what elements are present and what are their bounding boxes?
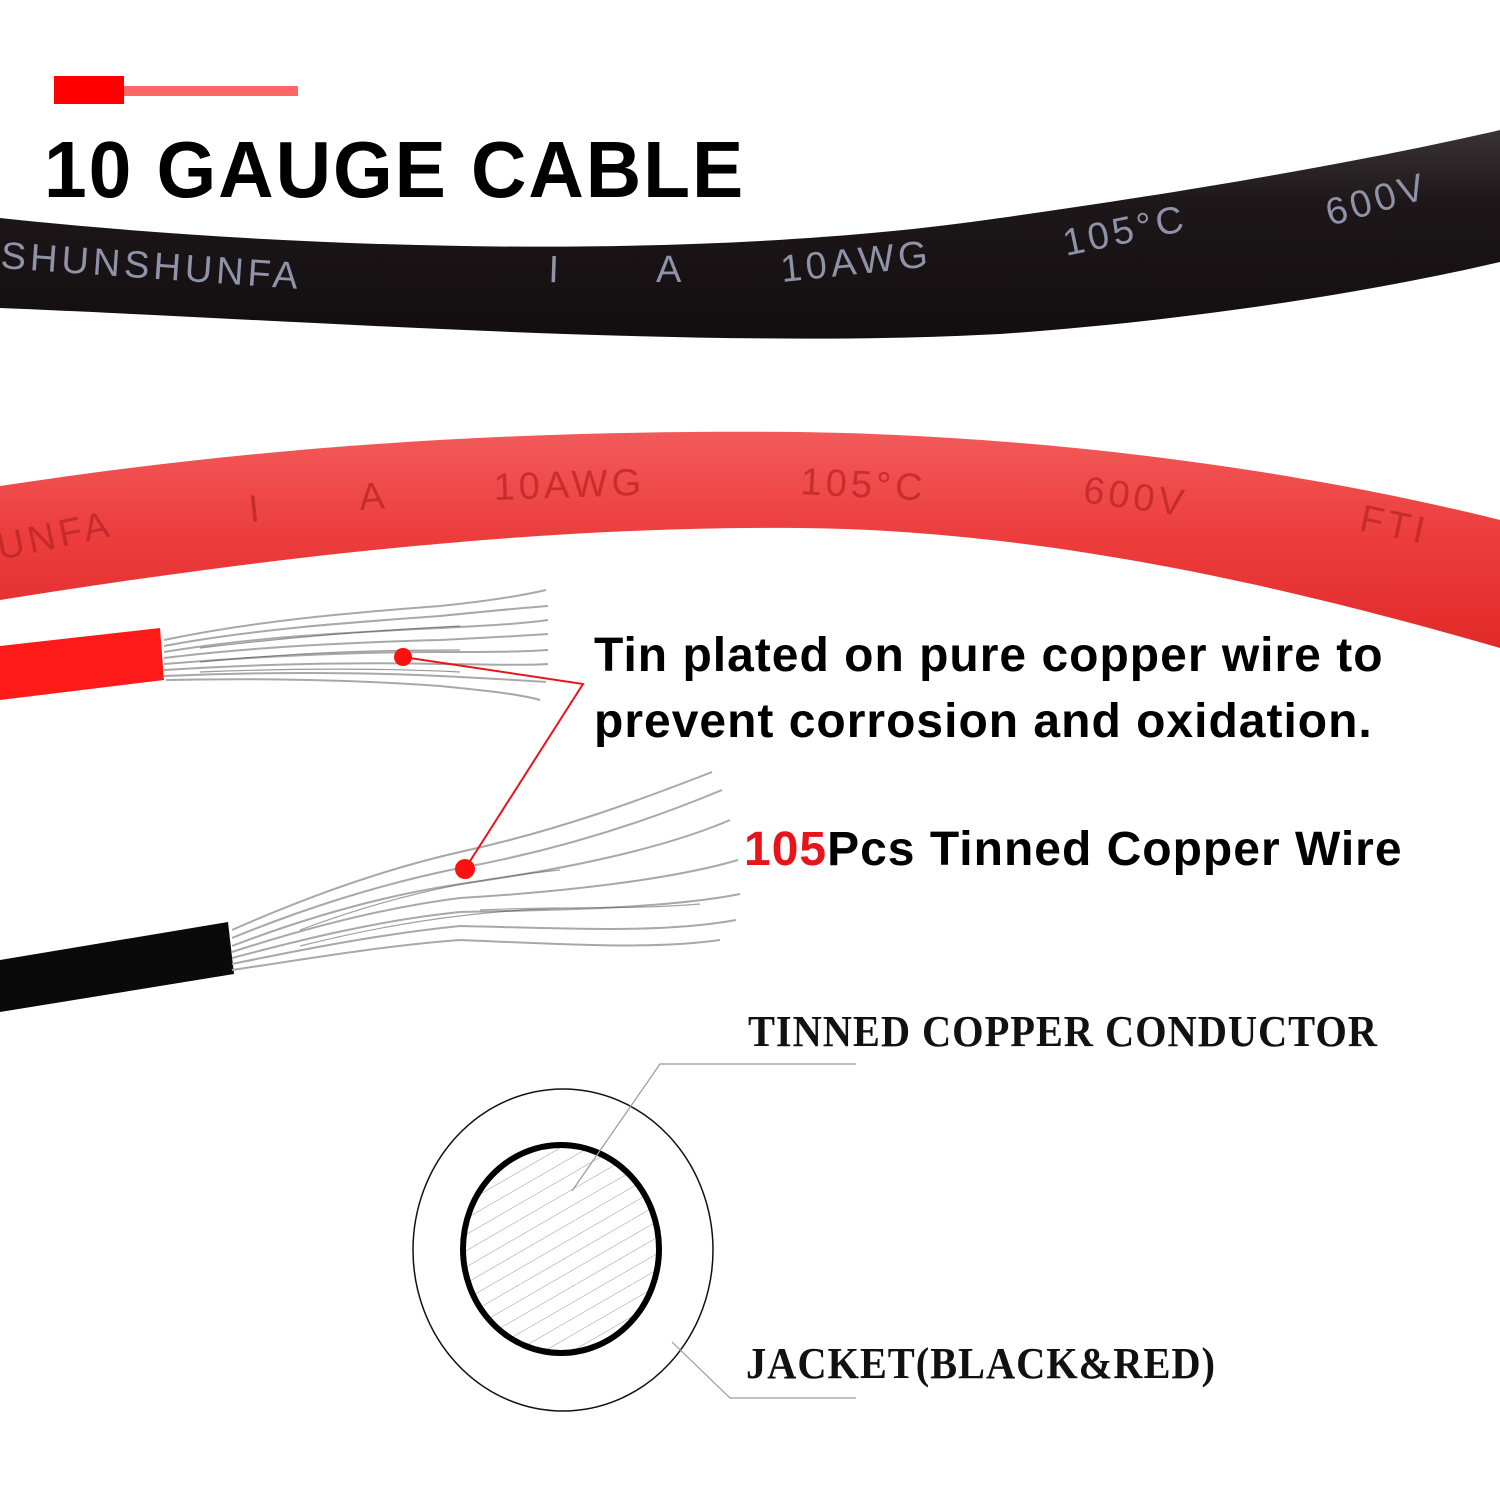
callout-dot-bottom	[455, 859, 475, 879]
strand-count: 105	[744, 823, 828, 876]
page-title: 10 GAUGE CABLE	[44, 125, 746, 214]
conductor-leader-line	[571, 1063, 856, 1192]
svg-text:I: I	[548, 249, 564, 291]
conductor-outline	[460, 1142, 662, 1356]
stripped-black-wire	[0, 771, 741, 1012]
svg-text:I: I	[247, 488, 266, 531]
feature-text-line2: prevent corrosion and oxidation.	[594, 695, 1373, 748]
accent-block	[54, 76, 124, 104]
svg-text:A: A	[656, 249, 685, 291]
svg-text:105°C: 105°C	[800, 461, 928, 510]
conductor-label: TINNED COPPER CONDUCTOR	[748, 1007, 1378, 1056]
black-cable: SHUNSHUNFA I A 10AWG 105°C 600V	[0, 130, 1500, 339]
strand-count-text: 105Pcs Tinned Copper Wire	[744, 826, 1403, 874]
accent-line	[124, 86, 298, 96]
callout-connector	[394, 648, 585, 879]
svg-text:10AWG: 10AWG	[493, 462, 646, 509]
jacket-label: JACKET(BLACK&RED)	[746, 1339, 1216, 1388]
feature-text-line1: Tin plated on pure copper wire to	[594, 629, 1384, 682]
callout-dot-top	[394, 648, 412, 666]
jacket-leader-line	[671, 1341, 856, 1399]
red-cable: UNFA I A 10AWG 105°C 600V FTI	[0, 431, 1500, 648]
cross-section-diagram	[412, 1063, 856, 1412]
stripped-red-wire	[0, 589, 549, 701]
jacket-outline	[412, 1088, 714, 1412]
svg-text:A: A	[358, 475, 390, 519]
strand-label: Pcs Tinned Copper Wire	[827, 823, 1403, 876]
